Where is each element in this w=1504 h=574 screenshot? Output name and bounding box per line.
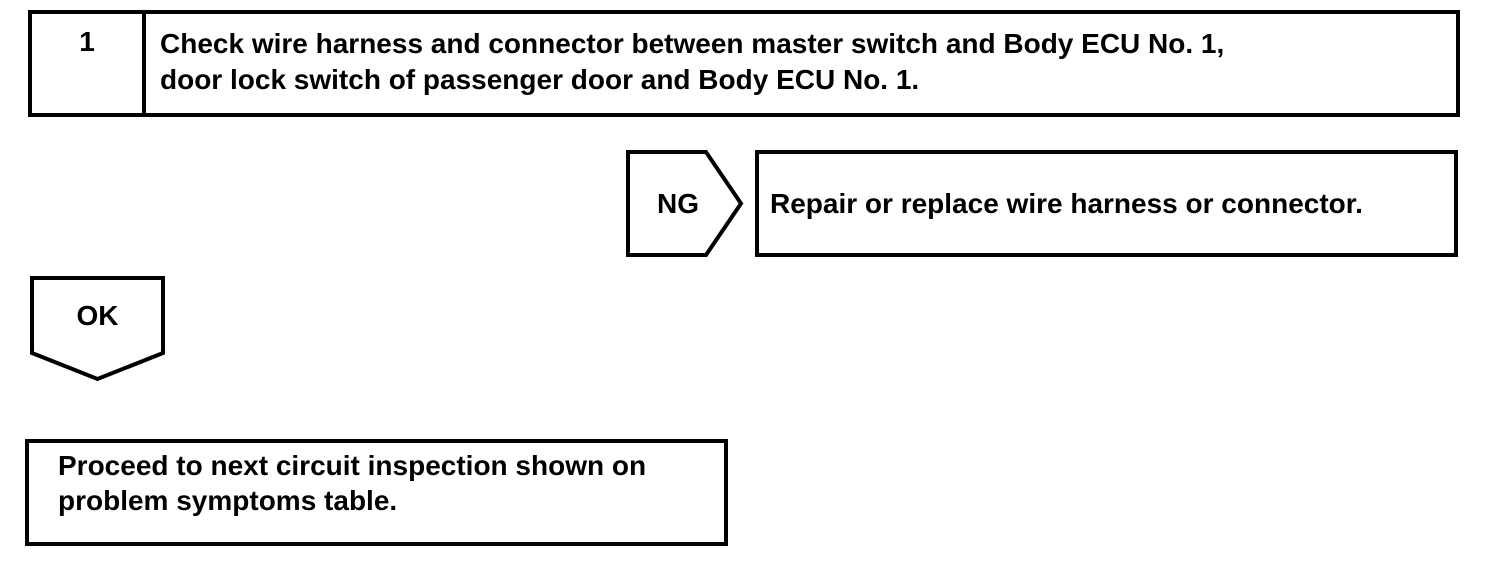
ng-label: NG [657, 188, 699, 219]
ok-result-line-1: Proceed to next circuit inspection shown… [58, 450, 647, 481]
ok-result-box: Proceed to next circuit inspection shown… [25, 439, 728, 546]
ok-result-line-2: problem symptoms table. [58, 485, 398, 516]
ng-result-text: Repair or replace wire harness or connec… [770, 187, 1363, 219]
ok-pentagon-down-icon [30, 276, 165, 382]
step-instruction-line-2: door lock switch of passenger door and B… [160, 64, 920, 95]
ok-label: OK [76, 300, 119, 331]
ng-pentagon-right-icon [626, 150, 744, 257]
ok-connector: OK [30, 276, 165, 382]
step-instruction-line-1: Check wire harness and connector between… [160, 28, 1225, 59]
step-box: 1 Check wire harness and connector betwe… [28, 10, 1460, 117]
ng-result-box: Repair or replace wire harness or connec… [755, 150, 1458, 257]
ng-connector: NG [626, 150, 744, 257]
step-instruction: Check wire harness and connector between… [146, 14, 1456, 113]
step-number: 1 [32, 14, 146, 113]
